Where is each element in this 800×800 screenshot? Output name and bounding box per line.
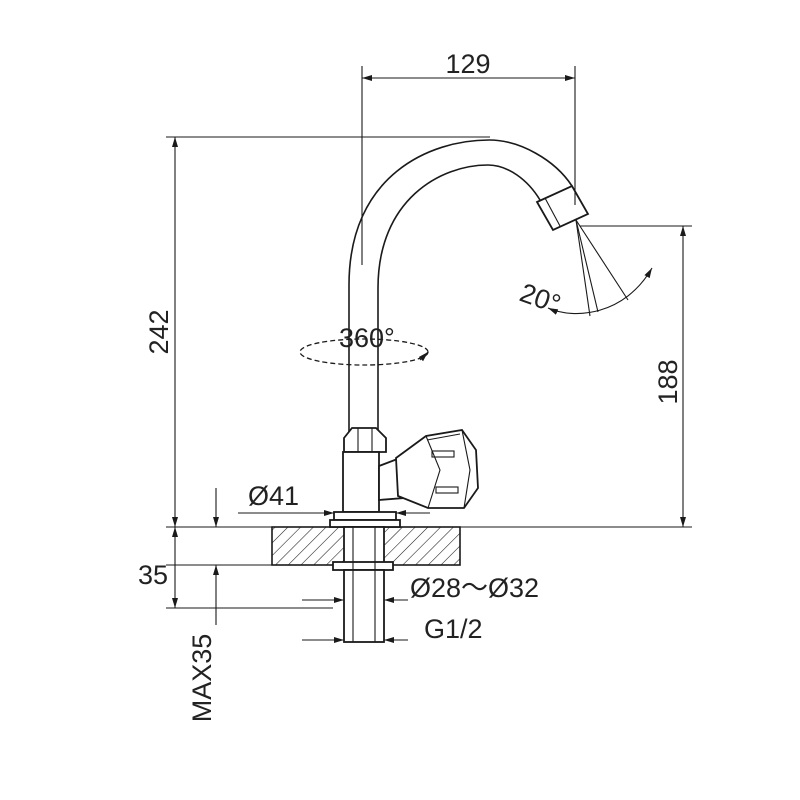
- dim-flange-diameter: Ø41: [238, 481, 430, 516]
- label-hole-diameter: Ø28～Ø32: [410, 573, 539, 603]
- aerator: [535, 184, 590, 232]
- dim-hole-diameter: Ø28～Ø32: [302, 573, 539, 603]
- dim-max-thickness: MAX35: [187, 488, 219, 723]
- label-max-thickness: MAX35: [187, 634, 217, 723]
- label-thread: G1/2: [424, 614, 483, 644]
- dim-thread: G1/2: [302, 614, 483, 644]
- spray-angle: [547, 219, 653, 317]
- label-spout-height: 188: [653, 359, 683, 404]
- label-flange-diameter: Ø41: [248, 481, 299, 511]
- mounting-shank: [332, 526, 394, 643]
- dim-spout-height: 188: [460, 225, 692, 528]
- label-spout-reach: 129: [445, 49, 490, 79]
- dim-spout-reach: 129: [361, 49, 576, 265]
- dim-total-height: 242: [144, 136, 490, 528]
- label-swivel-angle: 360°: [339, 323, 395, 353]
- label-tilt-angle: 20°: [516, 277, 565, 319]
- label-deck-thickness: 35: [138, 560, 168, 590]
- label-total-height: 242: [144, 309, 174, 354]
- valve-body: [329, 427, 405, 528]
- dim-deck-thickness: 35: [138, 527, 333, 609]
- swivel-indicator: [299, 338, 429, 366]
- handle[interactable]: [395, 429, 479, 509]
